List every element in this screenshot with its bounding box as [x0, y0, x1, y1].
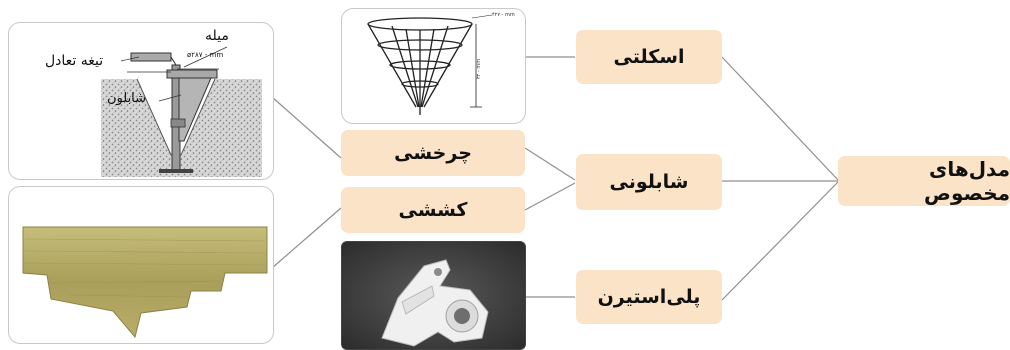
rotary-template-image: میله تیغه تعادل شابلون ø۲۸۷ - mm — [8, 22, 274, 180]
line-sweep-image — [271, 207, 342, 269]
node-skeletal: اسکلتی — [576, 30, 722, 84]
node-rotary: چرخشی — [341, 130, 525, 176]
line-template-sweep — [524, 182, 576, 211]
wood-profile-icon — [22, 226, 268, 339]
line-template-rotary — [524, 147, 576, 181]
sweep-profile-image — [8, 186, 274, 344]
line-root-skeletal — [721, 56, 839, 181]
polystyrene-pattern-image — [341, 241, 526, 350]
node-polystyrene: پلی‌استیرن — [576, 270, 722, 324]
label-template: شابلون — [107, 91, 147, 106]
node-sweep: کششی — [341, 187, 525, 233]
root-node-special-patterns: مدل‌های مخصوص — [838, 156, 1010, 206]
label-rod: میله — [205, 28, 229, 44]
label-balance-blade: تیغه تعادل — [45, 53, 104, 69]
line-rotary-image — [271, 96, 342, 159]
svg-text:۴۲۷ - mm: ۴۲۷ - mm — [492, 12, 515, 18]
label-dimension: ø۲۸۷ - mm — [187, 51, 224, 59]
node-template: شابلونی — [576, 154, 722, 210]
cone-skeleton-icon: ۴۲۷ - mm ۳۲ - mm — [367, 12, 515, 115]
line-root-polystyrene — [721, 181, 839, 301]
polystyrene-part-icon — [342, 242, 525, 349]
svg-text:۳۲ - mm: ۳۲ - mm — [476, 59, 482, 79]
rotary-template-diagram — [101, 46, 262, 177]
skeletal-pattern-image: ۴۲۷ - mm ۳۲ - mm — [341, 8, 526, 124]
